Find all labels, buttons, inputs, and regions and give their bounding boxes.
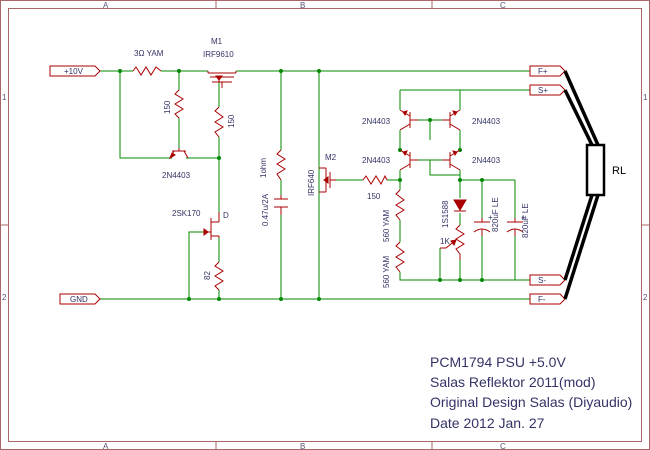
title-line-2: Salas Reflektor 2011(mod) <box>430 374 595 390</box>
capacitor-820uf-b-plus: + <box>521 213 526 222</box>
resistor-82-label: 82 <box>203 271 212 280</box>
resistor-150-m2-label: 150 <box>367 192 381 201</box>
zone-label-left-2: 2 <box>2 293 7 302</box>
potentiometer-1k-label: 1K <box>440 237 450 246</box>
resistor-1ohm-label: 1ohm <box>259 158 268 178</box>
resistor-82: 82 <box>203 261 224 291</box>
zone-label-bottom-b: B <box>300 442 305 450</box>
jfet-drain-pin: D <box>223 211 229 220</box>
port-f-minus-label: F- <box>538 295 546 304</box>
mosfet-m1: M1 IRF9610 <box>203 37 237 88</box>
resistor-150-m2: 150 <box>362 174 388 201</box>
jfet-2sk170: 2SK170 D <box>172 209 229 240</box>
capacitor-047u-label: 0.47u/2A <box>261 193 270 226</box>
zone-label-right-1: 1 <box>643 93 648 102</box>
zone-label-bottom-c: C <box>500 442 506 450</box>
resistor-3ohm-label: 3Ω YAM <box>134 49 164 58</box>
port-s-plus: S+ <box>529 84 566 96</box>
title-line-3: Original Design Salas (Diyaudio) <box>430 394 632 410</box>
transistor-2n4403-d: 2N4403 <box>442 149 501 171</box>
junction-dots <box>118 69 484 301</box>
resistor-150-left-label: 150 <box>163 100 172 114</box>
resistor-3ohm: 3Ω YAM <box>132 49 164 76</box>
mosfet-m2: M2 IRF640 <box>307 153 337 196</box>
zone-label-bottom-a: A <box>103 442 109 450</box>
potentiometer-1k: 1K <box>440 224 465 260</box>
inner-frame <box>8 8 642 442</box>
resistor-150-m1-label: 150 <box>227 114 236 128</box>
port-vin: +10V <box>49 65 101 77</box>
capacitor-047u: 0.47u/2A <box>261 193 288 226</box>
transistor-2n4403-d-label: 2N4403 <box>472 156 501 165</box>
zone-label-top-a: A <box>103 1 109 10</box>
transistor-2n4403-left-label: 2N4403 <box>162 171 191 180</box>
capacitor-820uf-a-plus: + <box>488 213 493 222</box>
transistor-2n4403-b: 2N4403 <box>442 109 501 131</box>
load-rl: RL <box>563 70 626 300</box>
capacitor-820uf-a: + 820uF LE <box>473 197 500 236</box>
transistor-2n4403-a-label: 2N4403 <box>362 117 391 126</box>
transistor-2n4403-left: 2N4403 <box>162 148 191 180</box>
transistor-2n4403-c-label: 2N4403 <box>362 156 391 165</box>
resistor-560-lower-label: 560 YAM <box>382 255 391 288</box>
wires <box>100 70 530 300</box>
zone-label-left-1: 1 <box>2 93 7 102</box>
transistor-2n4403-c: 2N4403 <box>362 149 418 171</box>
port-s-minus-label: S- <box>538 276 546 285</box>
load-rl-label: RL <box>612 165 626 177</box>
jfet-2sk170-label: 2SK170 <box>172 209 201 218</box>
zone-label-top-b: B <box>300 1 305 10</box>
transistor-2n4403-a: 2N4403 <box>362 109 418 131</box>
port-f-plus-label: F+ <box>538 67 548 76</box>
title-line-1: PCM1794 PSU +5.0V <box>430 354 566 370</box>
resistor-150-m1: 150 <box>214 106 236 138</box>
resistor-560-upper: 560 YAM <box>382 189 405 242</box>
mosfet-m1-ref: M1 <box>211 37 223 46</box>
transistor-2n4403-b-label: 2N4403 <box>472 117 501 126</box>
mosfet-m1-value: IRF9610 <box>203 50 234 59</box>
capacitor-820uf-a-label: 820uF LE <box>491 197 500 232</box>
port-vin-label: +10V <box>64 67 84 76</box>
title-block: PCM1794 PSU +5.0V Salas Reflektor 2011(m… <box>430 354 632 431</box>
resistor-560-lower: 560 YAM <box>382 241 405 288</box>
zone-label-top-c: C <box>500 1 506 10</box>
diode-1s1588: 1S1588 <box>441 199 467 228</box>
resistor-560-upper-label: 560 YAM <box>382 209 391 242</box>
mosfet-m2-value: IRF640 <box>307 169 316 196</box>
port-s-plus-label: S+ <box>538 86 548 95</box>
capacitor-820uf-b: + 820uF LE <box>506 203 530 238</box>
mosfet-m2-ref: M2 <box>325 153 337 162</box>
port-s-minus: S- <box>529 274 566 286</box>
zone-label-right-2: 2 <box>643 293 648 302</box>
diode-1s1588-label: 1S1588 <box>441 200 450 228</box>
port-gnd-label: GND <box>70 295 88 304</box>
title-line-4: Date 2012 Jan. 27 <box>430 415 545 431</box>
port-f-minus: F- <box>529 293 566 305</box>
resistor-1ohm: 1ohm <box>259 149 286 181</box>
port-gnd: GND <box>59 293 101 305</box>
resistor-150-left: 150 <box>163 89 184 119</box>
capacitor-820uf-b-label: 820uF LE <box>521 203 530 238</box>
port-f-plus: F+ <box>529 65 566 77</box>
